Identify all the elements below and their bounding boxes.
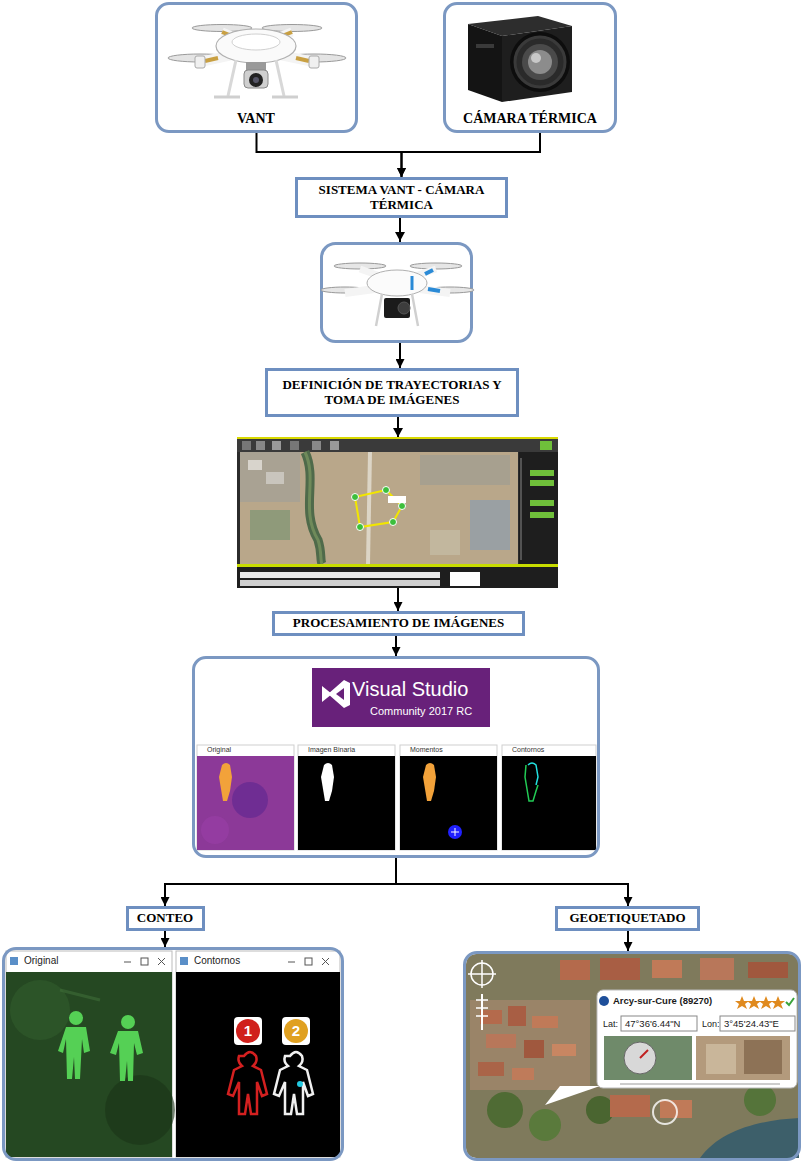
image-panel: CÁMARA TÉRMICA <box>443 2 617 133</box>
box-label: DEFINICIÓN DE TRAYECTORIAS Y TOMA DE IMÁ… <box>274 378 510 408</box>
panel-text: Original <box>207 746 231 754</box>
logo-band: Visual StudioCommunity 2017 RC <box>312 668 490 727</box>
panel-text: Community 2017 RC <box>370 705 472 717</box>
thermal-camera-illustration <box>468 16 572 102</box>
drone-thermal-illustration <box>321 232 474 342</box>
box-label: PROCESAMIENTO DE IMÁGENES <box>293 616 504 631</box>
box-label: GEOETIQUETADO <box>569 911 685 926</box>
flow-arrow <box>395 636 397 656</box>
mission-planner-screenshot <box>237 428 558 588</box>
panel-text: Visual Studio <box>352 678 468 700</box>
panel-text: Imagen Binaria <box>308 746 355 754</box>
panel-text: Original <box>24 955 58 966</box>
drone-illustration <box>168 25 346 98</box>
panel-text: Momentos <box>410 746 443 754</box>
processing-windows <box>197 668 596 850</box>
process-box: CONTEO <box>126 906 205 931</box>
panel-text: Arcy-sur-Cure (89270) <box>613 996 712 1006</box>
image-panel: Original Imagen Binaria Momentos Contornos V… <box>192 656 600 858</box>
flow-arrow <box>257 133 402 177</box>
panel-text: 3°45'24.43"E <box>724 1019 779 1029</box>
panel-text: Lat: <box>603 1020 618 1030</box>
process-box: DEFINICIÓN DE TRAYECTORIAS Y TOMA DE IMÁ… <box>265 368 519 417</box>
flow-arrow <box>402 133 541 177</box>
panel-text: 1 <box>244 1023 252 1040</box>
geotag-aerial-image <box>466 954 799 1158</box>
process-box: GEOETIQUETADO <box>555 906 700 931</box>
panel-text: 47°36'6.44"N <box>625 1019 680 1029</box>
panel-text: VANT <box>237 111 275 126</box>
panel-text: Lon: <box>702 1020 720 1030</box>
image-panel: Original Contornos 1 2 <box>2 947 344 1161</box>
box-label: CONTEO <box>137 911 193 926</box>
panel-text: Contornos <box>194 955 240 966</box>
panel-text: Contornos <box>512 746 544 754</box>
counting-windows <box>6 951 340 1157</box>
box-label: SISTEMA VANT - CÁMARA TÉRMICA <box>304 183 499 213</box>
panel-text: CÁMARA TÉRMICA <box>463 111 597 126</box>
flow-arrow <box>627 931 629 951</box>
process-box: PROCESAMIENTO DE IMÁGENES <box>272 611 525 636</box>
image-panel: Arcy-sur-Cure (89270) Lat: 47°36'6.44"N Lon… <box>463 951 801 1161</box>
panel-text: 2 <box>292 1023 300 1040</box>
flow-arrow <box>165 858 396 906</box>
image-panel: VANT <box>155 2 358 133</box>
flow-arrow <box>396 858 628 906</box>
flow-arrow <box>164 931 166 947</box>
process-box: SISTEMA VANT - CÁMARA TÉRMICA <box>295 177 508 218</box>
